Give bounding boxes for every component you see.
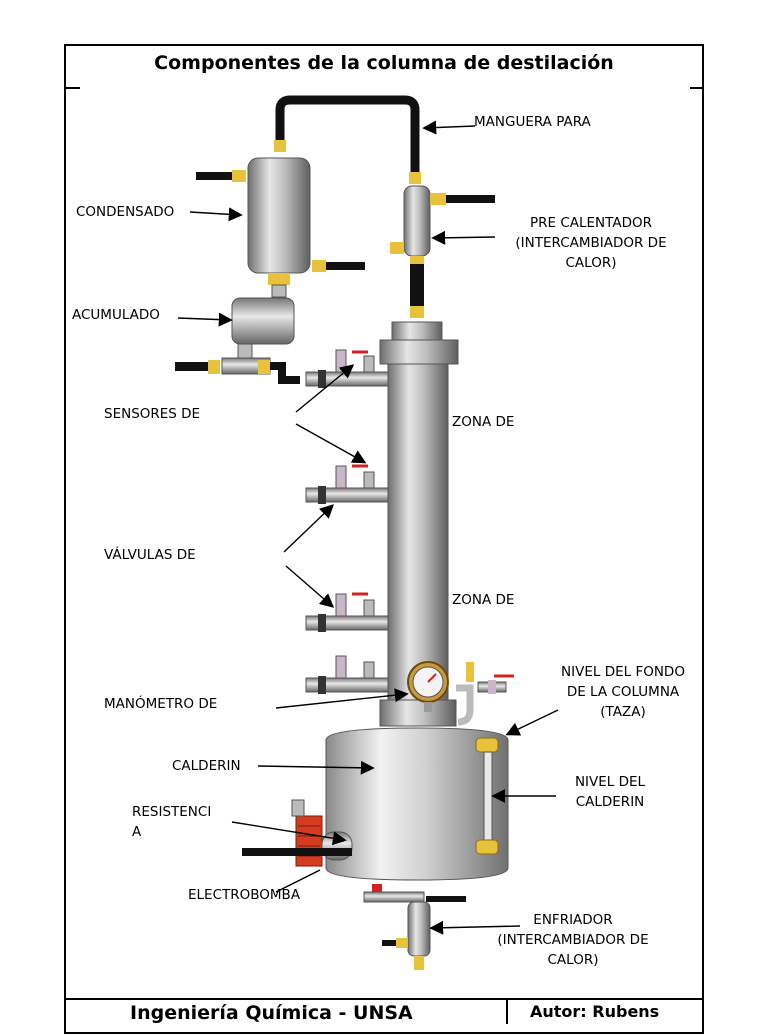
label-boiler: CALDERIN — [172, 758, 241, 774]
page-title: Componentes de la columna de destilación — [154, 52, 614, 74]
condenser — [196, 157, 365, 298]
label-condenser: CONDENSADO R — [76, 204, 175, 220]
label-vapor-hose: MANGUERA PARA VAPOR — [474, 114, 591, 130]
label-pressure-gauge: MANÓMETRO DE PRESIÓN — [104, 696, 218, 712]
footer-author: Autor: Rubens — [530, 1002, 660, 1021]
footer-separator — [506, 998, 508, 1024]
boiler — [325, 727, 509, 881]
label-preheater: PRE CALENTADOR (INTERCAMBIADOR DE CALOR) — [515, 215, 667, 271]
label-accumulator: ACUMULADO R — [72, 307, 160, 323]
label-electric-pump: ELECTROBOMBA — [188, 887, 301, 903]
footer-institution: Ingeniería Química - UNSA — [130, 1002, 413, 1024]
pressure-gauge — [407, 661, 449, 712]
label-heater: RESISTENCI A — [132, 804, 212, 840]
label-temperature-sensors: SENSORES DE TEMPERATURA — [104, 406, 201, 422]
distillation-column — [379, 321, 459, 727]
label-gate-valves: VÁLVULAS DE COMPUERTA — [104, 547, 196, 563]
accumulator — [175, 297, 300, 384]
label-rectification-zone: ZONA DE RECTIFICACIÓN — [452, 414, 515, 430]
preheater — [390, 185, 495, 318]
vapor-hose — [275, 95, 420, 180]
bottom-level-piping — [456, 662, 514, 726]
label-boiler-level: NIVEL DEL CALDERIN — [574, 774, 646, 810]
label-stripping-zone: ZONA DE AGOTAMIENTO — [452, 592, 515, 608]
footer-divider — [64, 998, 704, 1000]
leader-arrows — [177, 120, 559, 935]
label-cooler: ENFRIADOR (INTERCAMBIADOR DE CALOR) — [497, 912, 649, 968]
label-column-bottom-level: NIVEL DEL FONDO DE LA COLUMNA (TAZA) — [561, 664, 685, 720]
sensor-valves — [305, 349, 389, 694]
